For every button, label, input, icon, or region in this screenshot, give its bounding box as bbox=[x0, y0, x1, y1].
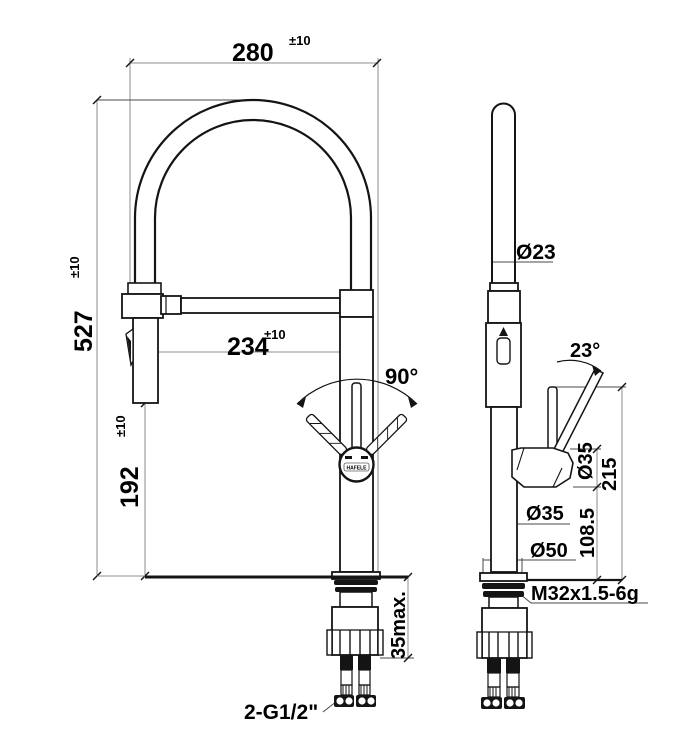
side-body-tube bbox=[490, 406, 518, 573]
swivel-arc bbox=[296, 378, 418, 405]
dim-label-supply-connection: 2-G1/2" bbox=[244, 701, 318, 724]
dim-label-max-counter-thickness: 35max. bbox=[388, 591, 410, 659]
dim-label-spout-reach: 234 bbox=[227, 333, 269, 361]
dim-label-overall-height: 527 bbox=[70, 310, 98, 352]
dim-label-body-section-height: 108.5 bbox=[577, 508, 599, 558]
front-view: HAFELE bbox=[97, 98, 418, 707]
side-handle bbox=[511, 359, 605, 488]
front-mounting bbox=[326, 571, 384, 707]
brand-logo-text: HAFELE bbox=[347, 466, 368, 472]
dim-label-body-diameter: Ø35 bbox=[526, 503, 564, 525]
dim-tol-spout-reach: ±10 bbox=[264, 327, 286, 342]
dim-label-swivel-angle: 90° bbox=[385, 364, 418, 389]
side-view bbox=[476, 102, 622, 709]
front-handle: HAFELE bbox=[296, 378, 418, 483]
spray-head bbox=[121, 282, 182, 404]
side-mounting bbox=[476, 572, 533, 709]
side-spout-tube bbox=[491, 102, 516, 288]
dim-label-handle-diameter: Ø35 bbox=[575, 442, 597, 480]
dim-tol-spray-height: ±10 bbox=[113, 415, 128, 437]
dim-label-spray-height: 192 bbox=[116, 466, 144, 508]
handle-tilt-arc bbox=[556, 359, 602, 372]
dim-label-handle-top-height: 215 bbox=[599, 458, 621, 491]
side-spray-dock bbox=[485, 322, 522, 408]
dim-label-spout-diameter: Ø23 bbox=[516, 241, 556, 264]
support-bar bbox=[180, 297, 341, 314]
dim-label-handle-angle: 23° bbox=[570, 340, 600, 362]
dimension-labels: 280 ±10 527 ±10 234 ±10 192 ±10 90° Ø23 … bbox=[67, 33, 639, 724]
dim-tol-overall-height: ±10 bbox=[67, 256, 82, 278]
dim-label-base-diameter: Ø50 bbox=[530, 540, 568, 562]
dim-label-mounting-thread: M32x1.5-6g bbox=[531, 583, 639, 605]
dim-tol-overall-width: ±10 bbox=[289, 33, 311, 48]
dim-label-overall-width: 280 bbox=[232, 39, 274, 67]
brand-hub bbox=[338, 446, 375, 483]
spring-hose-arc bbox=[133, 98, 373, 290]
